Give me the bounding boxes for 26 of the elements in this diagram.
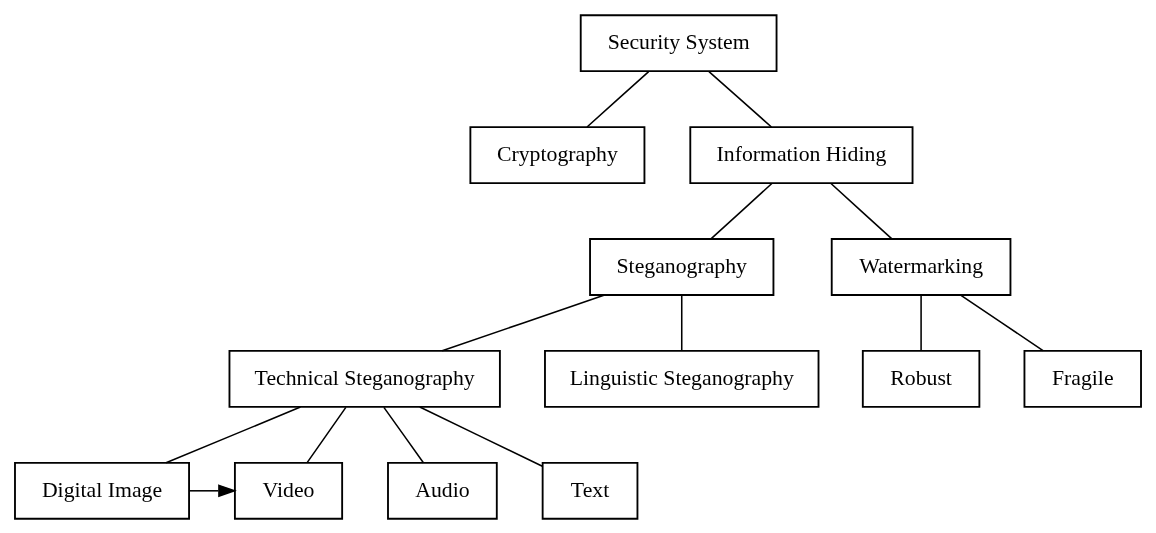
node-box: Security System: [579, 13, 778, 72]
connector: [383, 406, 425, 463]
node-box: Robust: [861, 349, 981, 408]
node-box: Text: [541, 461, 639, 520]
connector: [165, 405, 302, 463]
connector: [306, 406, 347, 463]
connector: [586, 70, 650, 128]
connector: [419, 405, 544, 467]
node-box: Steganography: [589, 237, 775, 296]
connector: [830, 182, 893, 240]
node-box: Information Hiding: [689, 125, 914, 184]
node-box: Technical Steganography: [228, 349, 501, 408]
node-box: Audio: [387, 461, 498, 520]
arrow: [188, 483, 237, 497]
node-box: Video: [233, 461, 344, 520]
connector: [441, 293, 606, 352]
node-box: Digital Image: [14, 461, 190, 520]
connector: [959, 293, 1044, 351]
connector: [708, 70, 773, 128]
connector: [680, 294, 683, 352]
node-box: Cryptography: [469, 125, 646, 184]
node-box: Fragile: [1023, 349, 1142, 408]
node-box: Linguistic Steganography: [544, 349, 820, 408]
connector: [710, 182, 773, 240]
node-box: Watermarking: [830, 237, 1012, 296]
connector: [920, 294, 922, 352]
